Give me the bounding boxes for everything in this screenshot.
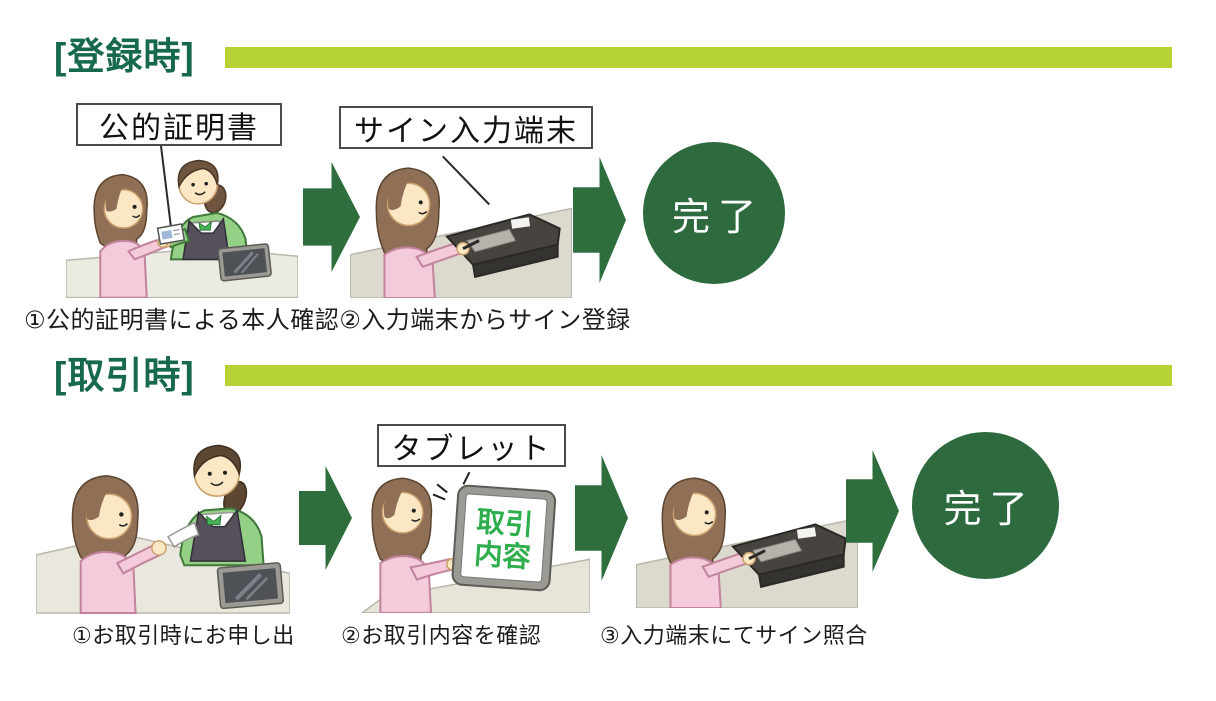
registration-accent-bar bbox=[225, 47, 1172, 68]
transaction-accent-bar bbox=[225, 365, 1172, 386]
transaction-caption-step2: ②お取引内容を確認 bbox=[341, 623, 542, 648]
tablet-screen-text-line2: 内容 bbox=[473, 537, 533, 574]
done-badge-registration: 完了 bbox=[643, 142, 785, 284]
sign-terminal-label: サイン入力端末 bbox=[339, 106, 593, 149]
transaction-caption-step3: ③入力端末にてサイン照合 bbox=[600, 623, 868, 648]
illustration-sign-terminal-registration bbox=[350, 152, 572, 298]
arrow-right-icon bbox=[299, 466, 352, 570]
done-badge-transaction: 完了 bbox=[912, 432, 1059, 579]
tablet-screen-text-line1: 取引 bbox=[475, 506, 534, 542]
tablet-label: タブレット bbox=[377, 424, 566, 467]
illustration-tablet-confirmation: 取引 内容 bbox=[352, 466, 590, 613]
transaction-section-heading: [取引時] bbox=[54, 355, 195, 396]
registration-caption: ①公的証明書による本人確認②入力端末からサイン登録 bbox=[24, 307, 631, 334]
certificate-label: 公的証明書 bbox=[76, 103, 282, 146]
transaction-caption-step1: ①お取引時にお申し出 bbox=[72, 623, 295, 648]
illustration-transaction-request bbox=[36, 424, 290, 614]
illustration-sign-terminal-matching bbox=[636, 462, 858, 608]
tablet-screen: 取引 内容 bbox=[451, 484, 557, 592]
arrow-right-icon bbox=[573, 157, 626, 283]
illustration-id-verification bbox=[66, 146, 298, 298]
registration-section-heading: [登録時] bbox=[54, 36, 195, 77]
